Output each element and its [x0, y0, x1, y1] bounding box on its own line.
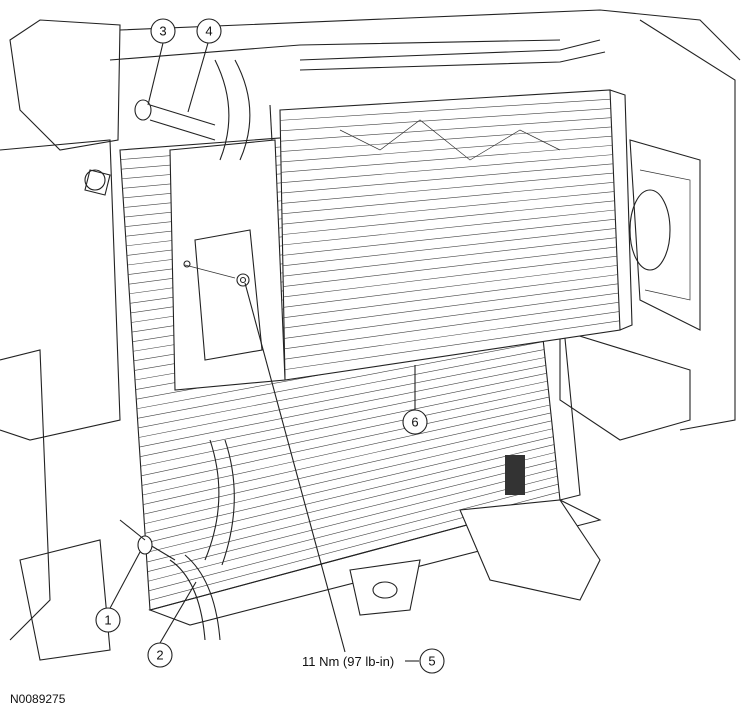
figure-id: N0089275 [10, 692, 66, 706]
cooler-fin [281, 163, 614, 194]
oil-cooler [269, 89, 633, 381]
svg-text:5: 5 [428, 654, 435, 669]
condenser-fin [142, 404, 551, 496]
condenser-fin [148, 483, 559, 592]
cooler-fin [283, 255, 617, 298]
cooler-fin [283, 237, 617, 277]
condenser-fin [148, 475, 558, 582]
cooler-fin [283, 265, 618, 308]
cooler-fin [282, 209, 616, 246]
callout-3: 3 [150, 18, 176, 44]
cooler-fin [280, 98, 611, 121]
cooler-fin [283, 274, 618, 318]
condenser-fin [145, 444, 555, 544]
lower-support [349, 499, 601, 616]
cooler-fin [284, 292, 619, 339]
cooler-fin [282, 191, 615, 225]
cooler-fin [284, 302, 619, 350]
cooler-fin [284, 311, 620, 360]
condenser-fin [138, 349, 545, 429]
condenser-fin [137, 341, 544, 419]
mounting-bracket [169, 139, 286, 391]
condenser-fin [141, 388, 549, 477]
callout-5: 5 [419, 648, 445, 674]
cooler-fin [283, 283, 619, 329]
condenser-fin [140, 380, 548, 467]
callout-6: 6 [402, 409, 428, 435]
cooler-lines [119, 39, 606, 641]
condenser-fin [139, 365, 546, 448]
cooler-fin [280, 108, 611, 132]
cooler-fin [281, 172, 614, 204]
svg-text:2: 2 [156, 648, 163, 663]
callout-1: 1 [95, 607, 121, 633]
cooler-fin [280, 135, 612, 163]
cooler-fin [284, 320, 620, 370]
condenser-fin [144, 436, 554, 534]
svg-text:3: 3 [159, 24, 166, 39]
condenser-fin [147, 468, 557, 572]
cooler-fin [283, 246, 617, 287]
condenser-fin [138, 357, 546, 438]
condenser-fin [146, 452, 556, 553]
cooler-fin [282, 200, 615, 235]
front-end-structure [0, 9, 741, 661]
condenser-fin [141, 396, 550, 486]
cooler-fin [280, 117, 612, 142]
condenser-fin [144, 428, 553, 525]
torque-spec-label: 11 Nm (97 lb-in) [302, 654, 394, 669]
cooler-fin [281, 182, 614, 215]
cooler-fin [281, 145, 613, 173]
condenser-fin [143, 420, 552, 515]
cooler-fin [282, 228, 616, 267]
cooler-fin [281, 154, 613, 183]
svg-text:4: 4 [205, 24, 212, 39]
leader-lines [107, 42, 419, 662]
cooler-fin [280, 126, 612, 152]
callout-4: 4 [196, 18, 222, 44]
svg-text:6: 6 [411, 415, 418, 430]
condenser-fin [139, 373, 547, 457]
cooler-fin [282, 218, 616, 256]
svg-text:1: 1 [104, 613, 111, 628]
callout-2: 2 [147, 642, 173, 668]
condenser-fin [143, 412, 551, 505]
condenser-fin [146, 460, 556, 563]
